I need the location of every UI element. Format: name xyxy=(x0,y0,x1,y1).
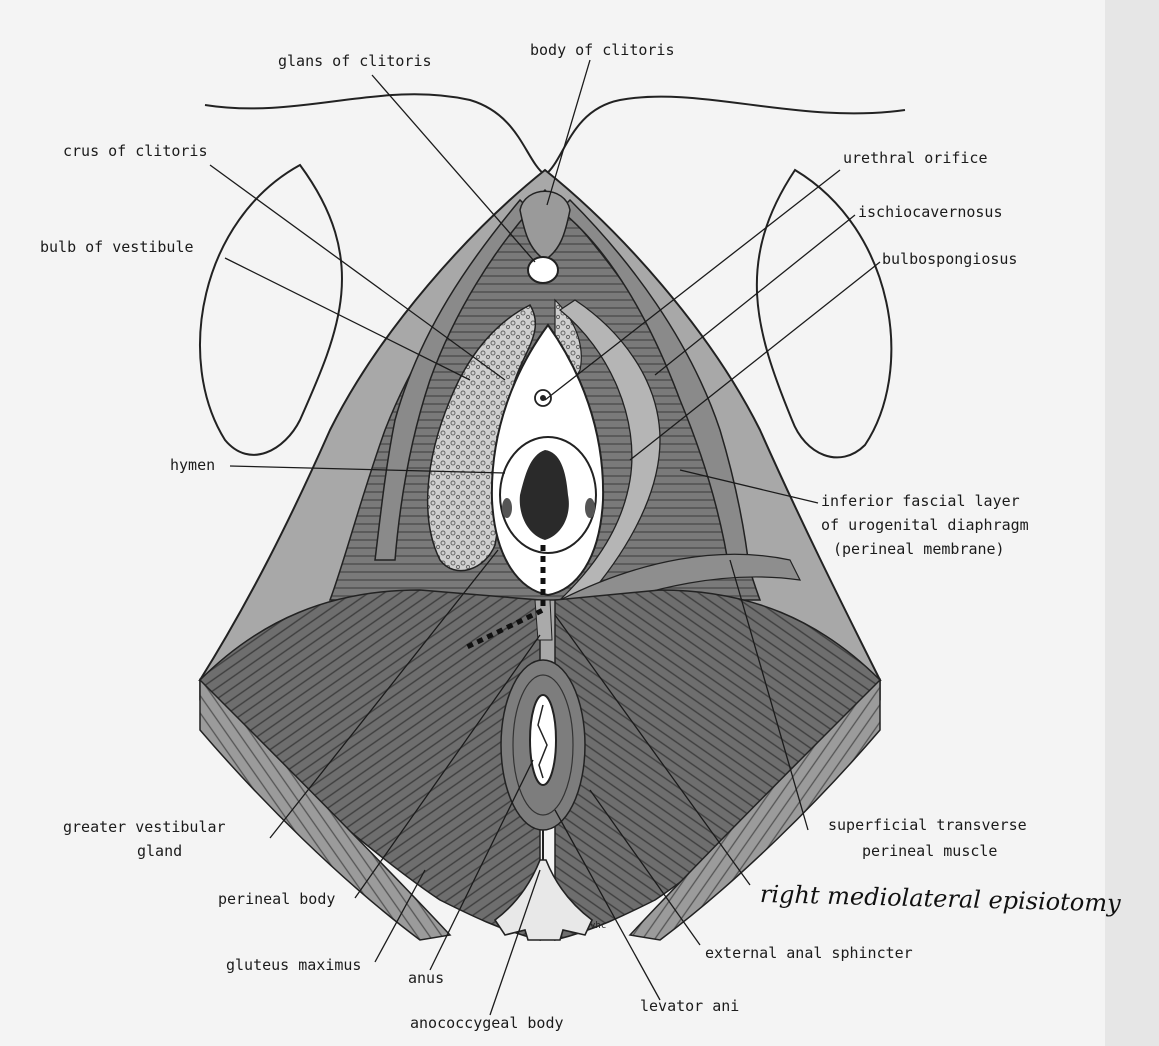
label-body-of-clitoris: body of clitoris xyxy=(530,43,675,58)
anus-shape xyxy=(530,695,556,785)
label-hymen: hymen xyxy=(170,458,215,473)
label-glans-of-clitoris: glans of clitoris xyxy=(278,54,432,69)
label-external-anal-sphincter: external anal sphincter xyxy=(705,946,913,961)
label-greater-vestibular-1: greater vestibular xyxy=(63,820,226,835)
label-urethral-orifice: urethral orifice xyxy=(843,151,988,166)
label-bulb-of-vestibule: bulb of vestibule xyxy=(40,240,194,255)
leader-body xyxy=(547,60,590,205)
greater-vestibular-gland-left xyxy=(502,498,512,518)
label-gluteus-maximus: gluteus maximus xyxy=(226,958,361,973)
label-superficial-transverse-1: superficial transverse xyxy=(828,818,1027,833)
label-inferior-fascial-2: of urogenital diaphragm xyxy=(821,518,1029,533)
pubic-contour xyxy=(205,94,905,175)
label-anus: anus xyxy=(408,971,444,986)
label-bulbospongiosus: bulbospongiosus xyxy=(882,252,1017,267)
artist-initials: vhc xyxy=(590,921,606,931)
greater-vestibular-gland-right xyxy=(585,498,595,518)
label-perineal-body: perineal body xyxy=(218,892,335,907)
label-anococcygeal-body: anococcygeal body xyxy=(410,1016,564,1031)
label-levator-ani: levator ani xyxy=(640,999,739,1014)
left-thigh-outline xyxy=(200,165,342,455)
label-ischiocavernosus: ischiocavernosus xyxy=(858,205,1003,220)
label-inferior-fascial-1: inferior fascial layer xyxy=(821,494,1020,509)
glans-of-clitoris-shape xyxy=(528,257,558,283)
label-inferior-fascial-3: (perineal membrane) xyxy=(833,542,1005,557)
label-superficial-transverse-2: perineal muscle xyxy=(862,844,997,859)
label-crus-of-clitoris: crus of clitoris xyxy=(63,144,208,159)
label-greater-vestibular-2: gland xyxy=(137,844,182,859)
leader-glans xyxy=(372,75,535,262)
